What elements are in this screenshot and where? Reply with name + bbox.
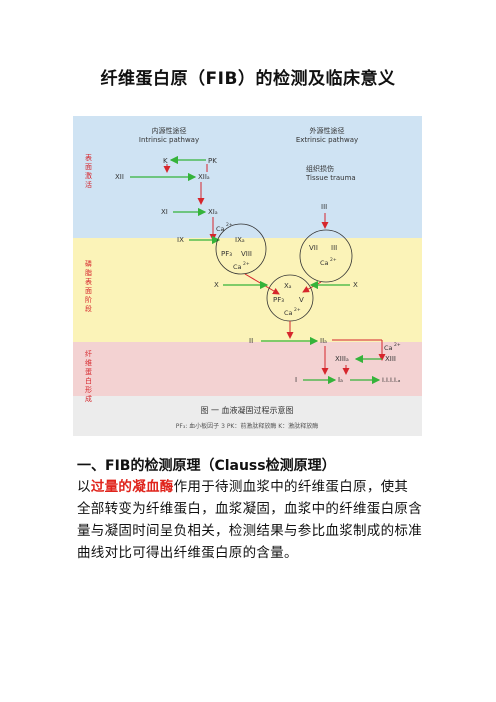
fibrin-band [73,342,422,396]
extrinsic-en: Extrinsic pathway [296,136,358,144]
factor-VIII: VIII [241,250,252,258]
factor-PK: PK [208,157,217,165]
tissue-cn: 组织损伤 [306,164,334,173]
factor-XII: XII [115,173,124,181]
highlight-text: 过量的凝血酶 [90,479,174,495]
factor-I: I [295,376,297,384]
section-heading: 一、FIB的检测原理（Clauss检测原理） [77,458,336,474]
stage-label-1: 表面激活 [85,153,92,189]
ca-2: Ca [233,263,242,271]
stage-char: 纤 [85,349,92,358]
factor-IXa: IXₐ [235,236,245,244]
factor-XIIa: XIIₐ [198,173,210,181]
fibrin-end: I.I.I.I.ₐ [382,376,401,384]
factor-X-right: X [353,281,358,289]
tissue-en: Tissue trauma [305,174,356,182]
stage-char: 成 [85,394,92,403]
stage-label-2: 磷脂表面阶段 [85,259,92,313]
stage-char: 阶 [85,295,92,304]
stage-char: 活 [85,180,92,189]
factor-Xa: Xₐ [284,282,292,290]
svg-text:表面激活: 表面激活 [85,153,92,189]
figure-caption: 图 一 血液凝固过程示意图 [200,405,293,415]
stage-char: 面 [85,287,92,295]
ca-5-sup: 2+ [394,342,401,348]
factor-Ia: Iₐ [338,376,343,384]
ca-2-sup: 2+ [243,261,250,267]
surface-activation-band [73,116,422,238]
factor-IX: IX [177,236,184,244]
factor-IIa: IIₐ [320,337,327,345]
para-body: 作用于待测血浆中的纤维蛋白原，使其全部转变为纤维蛋白，血浆凝固，血浆中的纤维蛋白… [77,479,422,561]
ca-5: Ca [384,344,393,352]
coagulation-diagram: 表面激活 磷脂表面阶段 纤维蛋白形成 内源性途径 Intrinsic pathw… [73,116,422,436]
stage-char: 形 [85,386,92,394]
svg-text:纤维蛋白形成: 纤维蛋白形成 [85,349,92,403]
stage-char: 白 [85,376,92,385]
factor-XI: XI [161,208,168,216]
page-title: 纤维蛋白原（FIB）的检测及临床意义 [100,69,396,89]
intrinsic-cn: 内源性途径 [152,126,187,135]
coagulation-figure: 表面激活 磷脂表面阶段 纤维蛋白形成 内源性途径 Intrinsic pathw… [73,116,422,436]
factor-XIII: XIII [385,355,396,363]
factor-VII: VII [309,244,318,252]
intrinsic-en: Intrinsic pathway [139,136,199,144]
figure-footnote: PF₃: 血小板因子 3 PK：前激肽释放酶 K：激肽释放酶 [176,422,318,430]
ca-1: Ca [216,225,225,233]
pf3-1: PF₃ [221,250,232,258]
factor-III: III [321,203,327,211]
stage-char: 表 [85,277,92,286]
stage-label-3: 纤维蛋白形成 [85,349,92,403]
ca-4-sup: 2+ [294,307,301,313]
factor-II: II [249,337,253,345]
caption-band [73,396,422,436]
stage-char: 段 [85,304,92,313]
paragraph-1: 以过量的凝血酶作用于待测血浆中的纤维蛋白原，使其全部转变为纤维蛋白，血浆凝固，血… [77,476,422,564]
factor-XIIIa: XIIIₐ [335,355,349,363]
ca-1-sup: 2+ [226,222,233,228]
stage-char: 激 [85,171,92,180]
stage-char: 面 [85,163,92,171]
factor-V: V [299,296,304,304]
pf3-2: PF₃ [273,296,284,304]
extrinsic-cn: 外源性途径 [310,126,345,135]
factor-III-b: III [331,244,337,252]
stage-char: 磷 [85,259,92,268]
factor-K: K [163,157,168,165]
ca-3: Ca [320,259,329,267]
stage-char: 脂 [85,268,92,277]
factor-XIa: XIₐ [208,208,218,216]
stage-char: 蛋 [85,367,92,376]
ca-4: Ca [284,309,293,317]
stage-char: 表 [85,153,92,162]
stage-char: 维 [85,358,92,367]
factor-X-left: X [214,281,219,289]
svg-text:磷脂表面阶段: 磷脂表面阶段 [85,259,92,313]
ca-3-sup: 2+ [330,257,337,263]
para-lead: 以 [77,479,91,495]
phospholipid-band [73,238,422,342]
